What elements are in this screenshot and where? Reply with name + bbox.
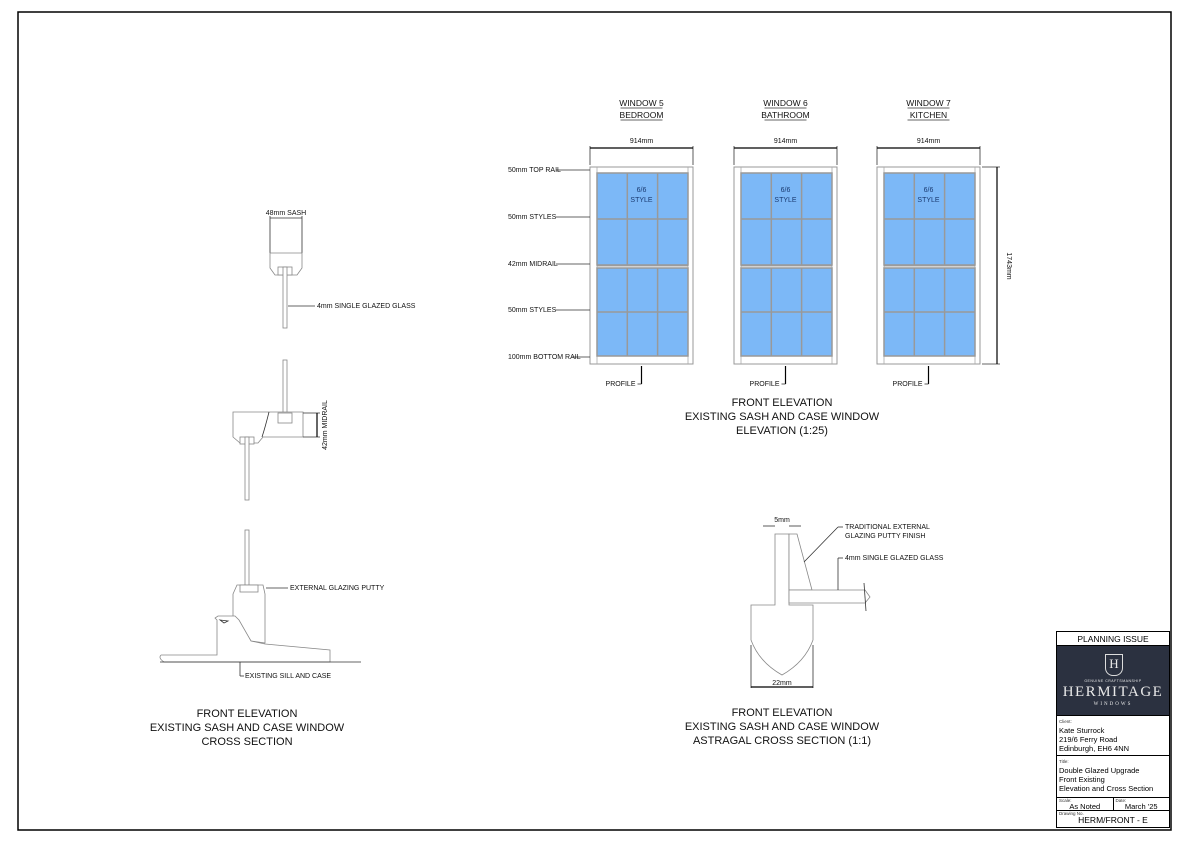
style-label: STYLE <box>630 197 653 204</box>
company-logo: H GENUINE CRAFTSMANSHIP HERMITAGE WINDOW… <box>1057 646 1169 716</box>
logo-brand: HERMITAGE <box>1062 684 1164 700</box>
callout-bottom-rail: 100mm BOTTOM RAIL <box>508 354 581 361</box>
window-width-label: 914mm <box>630 138 654 145</box>
astragal-top-dim: 5mm <box>774 517 790 524</box>
client-section: Client: Kate Sturrock 219/6 Ferry Road E… <box>1057 716 1169 756</box>
client-name: Kate Sturrock <box>1059 726 1105 735</box>
drawing-no-section: Drawing No. HERM/FRONT - E <box>1057 811 1169 825</box>
date-value: March '25 <box>1124 802 1158 811</box>
window-name: WINDOW 7 <box>906 98 951 108</box>
client-address-2: Edinburgh, EH6 4NN <box>1059 744 1130 753</box>
style-label: 6/6 <box>637 187 647 194</box>
sash-width-label: 48mm SASH <box>266 210 306 217</box>
drawing-no-value: HERM/FRONT - E <box>1078 815 1148 825</box>
callout-styles-lower: 50mm STYLES <box>508 307 557 314</box>
title-section: Title: Double Glazed Upgrade Front Exist… <box>1057 756 1169 798</box>
window-name: WINDOW 5 <box>619 98 664 108</box>
logo-tagline: GENUINE CRAFTSMANSHIP <box>1084 679 1142 683</box>
title-block: PLANNING ISSUE H GENUINE CRAFTSMANSHIP H… <box>1056 631 1170 828</box>
astragal-caption-1: FRONT ELEVATION <box>732 707 833 719</box>
astragal-glass-label: 4mm SINGLE GLAZED GLASS <box>845 555 944 562</box>
astragal-putty-label-2: GLAZING PUTTY FINISH <box>845 533 925 540</box>
cross-section-caption-2: EXISTING SASH AND CASE WINDOW <box>150 722 345 734</box>
sill-label: EXISTING SILL AND CASE <box>245 673 331 680</box>
callout-top-rail: 50mm TOP RAIL <box>508 167 561 174</box>
date-label: Date: <box>1115 798 1127 803</box>
title-line-2: Front Existing <box>1059 775 1105 784</box>
elevation-caption-2: EXISTING SASH AND CASE WINDOW <box>685 411 880 423</box>
client-address-1: 219/6 Ferry Road <box>1059 735 1118 744</box>
midrail-label: 42mm MIDRAIL <box>322 400 329 450</box>
style-label: 6/6 <box>781 187 791 194</box>
astragal-cross-section: 5mm 22mm TRADITIONAL EXTERNAL GLAZING PU… <box>750 517 944 688</box>
callout-styles-upper: 50mm STYLES <box>508 214 557 221</box>
height-dimension: 1743mm <box>982 166 1012 365</box>
title-label: Title: <box>1059 759 1069 764</box>
astragal-caption-2: EXISTING SASH AND CASE WINDOW <box>685 721 880 733</box>
title-line-3: Elevation and Cross Section <box>1059 784 1154 793</box>
elevation-caption-3: ELEVATION (1:25) <box>736 425 828 437</box>
window-width-label: 914mm <box>917 138 941 145</box>
logo-sub: WINDOWS <box>1093 702 1133 707</box>
window-room: BEDROOM <box>620 110 664 120</box>
sash-cross-section: 48mm SASH 4mm SINGLE GLAZED GLASS 42mm M… <box>159 210 416 680</box>
putty-label: EXTERNAL GLAZING PUTTY <box>290 585 385 592</box>
client-label: Client: <box>1059 719 1072 724</box>
astragal-bottom-dim: 22mm <box>772 680 792 687</box>
scale-label: Scale: <box>1059 798 1072 803</box>
style-label: 6/6 <box>924 187 934 194</box>
astragal-putty-label-1: TRADITIONAL EXTERNAL <box>845 524 930 531</box>
style-label: STYLE <box>774 197 797 204</box>
window-room: KITCHEN <box>910 110 947 120</box>
window-elevations: WINDOW 5BEDROOM914mm6/6STYLEPROFILEWINDO… <box>589 98 981 388</box>
profile-label: PROFILE <box>606 381 636 388</box>
height-label: 1743mm <box>1005 252 1012 279</box>
scale-date-row: Scale:As Noted Date:March '25 <box>1057 798 1169 811</box>
scale-value: As Noted <box>1069 802 1101 811</box>
window-room: BATHROOM <box>761 110 809 120</box>
cross-section-caption-1: FRONT ELEVATION <box>197 708 298 720</box>
astragal-caption-3: ASTRAGAL CROSS SECTION (1:1) <box>693 735 871 747</box>
logo-monogram: H <box>1105 654 1123 676</box>
title-line-1: Double Glazed Upgrade <box>1059 766 1140 775</box>
window-name: WINDOW 6 <box>763 98 808 108</box>
status-label: PLANNING ISSUE <box>1057 632 1169 646</box>
elevation-callouts: 50mm TOP RAIL 50mm STYLES 42mm MIDRAIL 5… <box>508 167 590 361</box>
cross-section-caption-3: CROSS SECTION <box>201 736 292 748</box>
profile-label: PROFILE <box>750 381 780 388</box>
elevation-caption-1: FRONT ELEVATION <box>732 397 833 409</box>
callout-midrail: 42mm MIDRAIL <box>508 261 558 268</box>
drawing-no-label: Drawing No. <box>1059 811 1084 816</box>
glass-label: 4mm SINGLE GLAZED GLASS <box>317 303 416 310</box>
profile-label: PROFILE <box>893 381 923 388</box>
sheet-border <box>17 11 1172 831</box>
style-label: STYLE <box>917 197 940 204</box>
window-width-label: 914mm <box>774 138 798 145</box>
